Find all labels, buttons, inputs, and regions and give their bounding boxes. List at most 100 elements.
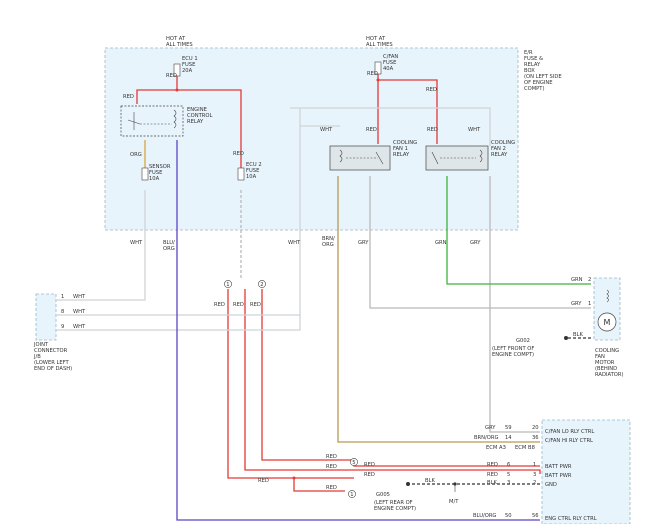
label-red-b2: RED bbox=[326, 464, 337, 470]
connector-label-1: 1 bbox=[226, 282, 229, 288]
label-wht-cf1: WHT bbox=[320, 127, 333, 133]
motor-m-label: M bbox=[604, 318, 611, 327]
wire-brn-org bbox=[337, 176, 540, 443]
label-blk-ecm: BLK bbox=[425, 478, 435, 484]
ecm-blu-label: BLU/ORG bbox=[473, 513, 496, 519]
ecm-batt-pwr-1: BATT PWR bbox=[545, 464, 572, 470]
wire-red-c1 bbox=[293, 478, 345, 492]
label-orange: ORG bbox=[130, 152, 142, 158]
ecm-pin-3b: 3 bbox=[533, 472, 536, 478]
motor-gry-label: GRY bbox=[571, 301, 582, 307]
ecu2-fuse-symbol bbox=[237, 167, 245, 181]
wire-gry-ecm-lo bbox=[489, 176, 540, 433]
jc-pin-8: 8 bbox=[61, 309, 64, 315]
label-wht-1: WHT bbox=[130, 240, 143, 246]
label-red-6: RED bbox=[366, 127, 377, 133]
jc-pin-9: 9 bbox=[61, 324, 64, 330]
label-blu-org: BLU/ORG bbox=[163, 240, 175, 252]
ecm-pin-20: 20 bbox=[532, 425, 539, 431]
cf2-switch-arm bbox=[431, 151, 439, 165]
connector-label-5: 5 bbox=[352, 460, 355, 466]
ecm-pin-6: 6 bbox=[507, 462, 510, 468]
label-red-2: RED bbox=[123, 94, 134, 100]
label-grn: GRN bbox=[435, 240, 447, 246]
ecm-gnd: GND bbox=[545, 482, 557, 488]
ecm-brn-label: BRN/ORG bbox=[474, 435, 499, 441]
label-red-b1: RED bbox=[326, 454, 337, 460]
wire-gry-motor1 bbox=[369, 176, 591, 309]
wire-red-batt1 bbox=[353, 460, 540, 467]
label-red-3: RED bbox=[233, 151, 244, 157]
ecm-pin-36: 36 bbox=[532, 435, 539, 441]
connector-c1-bottom bbox=[348, 490, 356, 498]
label-red-b3: RED bbox=[364, 462, 375, 468]
label-red-ecm1: RED bbox=[487, 462, 498, 468]
cooling-fan2-relay bbox=[425, 145, 489, 171]
cfan-fuse-symbol bbox=[374, 61, 382, 75]
wire-red-splice1 bbox=[227, 289, 354, 479]
ecm-gry-label: GRY bbox=[485, 425, 496, 431]
wire-red-batt2 bbox=[354, 469, 541, 474]
ground-point-g002 bbox=[564, 336, 568, 340]
label-red-5: RED bbox=[426, 87, 437, 93]
label-red-b6: RED bbox=[326, 485, 337, 491]
ecm-pin-2: 2 bbox=[533, 480, 536, 486]
cf2-coil bbox=[479, 149, 483, 163]
wire-wht-top bbox=[290, 107, 491, 146]
label-red-c1b: RED bbox=[233, 302, 244, 308]
jc-wht-1: WHT bbox=[73, 294, 86, 300]
jc-wht-9: WHT bbox=[73, 324, 86, 330]
ecm-pin-50: 50 bbox=[505, 513, 512, 519]
ecm-conn-b: ECM B8 bbox=[515, 445, 535, 451]
ecm-pin-14: 14 bbox=[505, 435, 512, 441]
wire-red-relay-pin2 bbox=[136, 78, 178, 104]
ecr-coil bbox=[173, 109, 177, 129]
splice-dot-red-1 bbox=[175, 88, 179, 92]
ecm-cfan-hi: C/FAN HI RLY CTRL bbox=[545, 438, 593, 444]
label-red-7: RED bbox=[427, 127, 438, 133]
ecm-pin-5: 5 bbox=[507, 472, 510, 478]
ecu1-fuse-symbol bbox=[173, 63, 181, 77]
connector-c2-top bbox=[258, 280, 266, 288]
label-red-c2: RED bbox=[250, 302, 261, 308]
motor-resistor bbox=[606, 289, 609, 303]
label-wht-cf2: WHT bbox=[468, 127, 481, 133]
wire-wht-pin9 bbox=[56, 315, 301, 331]
connector-c1-top bbox=[224, 280, 232, 288]
label-wht-2: WHT bbox=[288, 240, 301, 246]
motor-pin-1: 1 bbox=[588, 301, 591, 307]
wire-wht-pin1 bbox=[56, 190, 146, 301]
wire-grn-motor bbox=[446, 176, 591, 285]
wire-red-splice2 bbox=[261, 289, 354, 461]
jc-wht-8: WHT bbox=[73, 309, 86, 315]
mt-label: M/T bbox=[449, 499, 459, 505]
label-red-b5: RED bbox=[258, 478, 269, 484]
splice-dot-red-3 bbox=[292, 476, 296, 480]
label-red-1: RED bbox=[166, 73, 177, 79]
joint-connector-box bbox=[35, 293, 57, 341]
sensor-fuse-symbol bbox=[141, 167, 149, 181]
cf1-coil bbox=[339, 149, 343, 163]
label-red-c1: RED bbox=[214, 302, 225, 308]
wire-blu-org bbox=[176, 140, 540, 521]
label-red-4: RED bbox=[367, 71, 378, 77]
connector-label-2: 2 bbox=[260, 282, 263, 288]
connector-label-1b: 1 bbox=[350, 492, 353, 498]
splice-dot-red-2 bbox=[376, 78, 380, 82]
ecm-pin-56: 56 bbox=[532, 513, 539, 519]
wire-red-cfan2 bbox=[378, 79, 438, 144]
label-brn-org: BRN/ORG bbox=[322, 236, 335, 248]
motor-grn-label: GRN bbox=[571, 277, 583, 283]
ecm-conn-a: ECM A3 bbox=[486, 445, 506, 451]
